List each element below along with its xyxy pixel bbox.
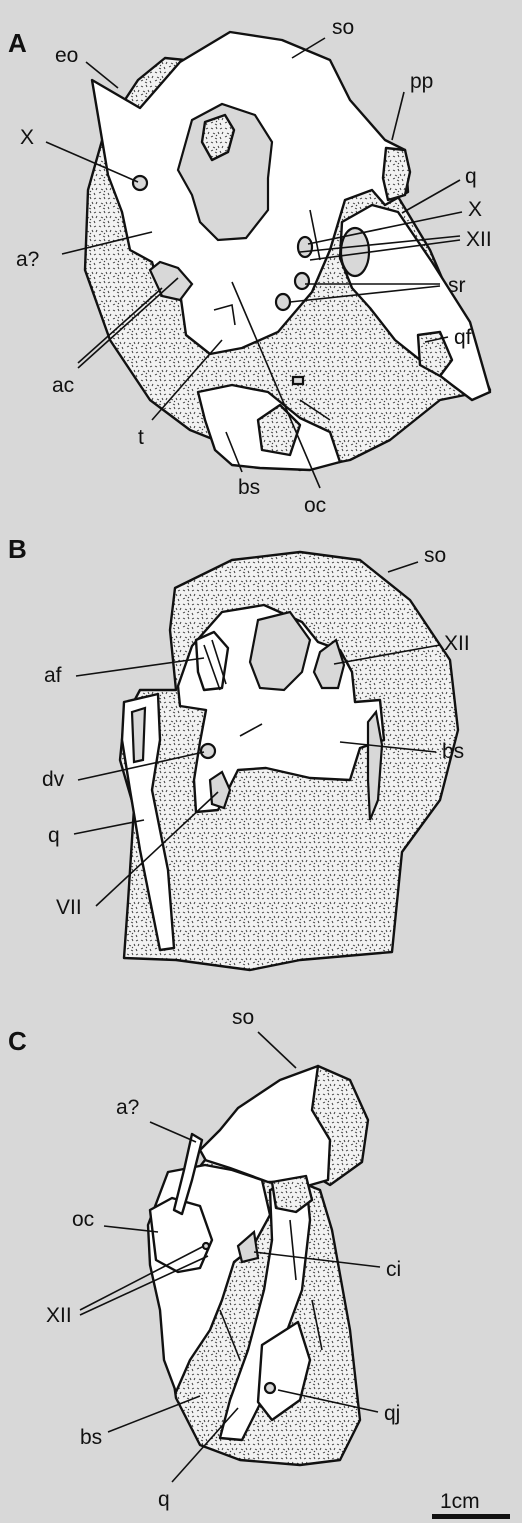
scale-bar: 1cm [432, 1490, 510, 1519]
panel-c-qj-pit [265, 1383, 275, 1393]
panel-a-label-a: a? [16, 248, 39, 271]
panel-a-sr-foramen-lower [276, 294, 290, 310]
panel-a-small-pit [293, 377, 303, 384]
scale-bar-label: 1cm [440, 1490, 480, 1513]
panel-b-label-so: so [424, 544, 446, 567]
panel-a-label-q: q [465, 165, 477, 188]
panel-c-label-a: a? [116, 1096, 139, 1119]
panel-a-label-so: so [332, 16, 354, 39]
panel-a-label-x-right: X [468, 198, 482, 221]
panel-a-label-sr: sr [448, 274, 466, 297]
panel-a-label-bs: bs [238, 476, 260, 499]
panel-a-label-eo: eo [55, 44, 78, 67]
panel-c-label-oc: oc [72, 1208, 94, 1231]
panel-b-label-bs: bs [442, 740, 464, 763]
panel-a-label-pp: pp [410, 70, 433, 93]
panel-b-label-af: af [44, 664, 62, 687]
panel-b-label-dv: dv [42, 768, 65, 791]
panel-a-nerve-xii-foramen [298, 237, 312, 257]
panel-c-label-ci: ci [386, 1258, 401, 1281]
panel-c: C so a? oc ci XII qj [8, 1006, 401, 1511]
panel-a-nerve-x-left-foramen [133, 176, 147, 190]
panel-c-letter: C [8, 1026, 27, 1056]
panel-c-label-bs: bs [80, 1426, 102, 1449]
panel-c-label-xii: XII [46, 1304, 72, 1327]
scale-bar-line [432, 1514, 510, 1519]
panel-b-label-q: q [48, 824, 60, 847]
panel-c-label-qj: qj [384, 1402, 400, 1425]
panel-a-label-oc: oc [304, 494, 326, 517]
panel-a-pp-stipple [383, 148, 410, 200]
panel-c-label-so: so [232, 1006, 254, 1029]
panel-a-label-x-left: X [20, 126, 34, 149]
panel-b-dv-foramen [201, 744, 215, 758]
panel-b-quadrate-slot [132, 708, 145, 762]
panel-b: B so XII af bs dv q VII [8, 534, 470, 970]
panel-a-sr-foramen-upper [295, 273, 309, 289]
panel-b-label-vii: VII [56, 896, 82, 919]
panel-c-label-q: q [158, 1488, 170, 1511]
panel-a-label-xii: XII [466, 228, 492, 251]
panel-a: A [8, 16, 492, 517]
panel-b-letter: B [8, 534, 27, 564]
panel-a-letter: A [8, 28, 27, 58]
panel-a-label-ac: ac [52, 374, 74, 397]
panel-a-label-qf: qf [454, 326, 472, 349]
panel-a-label-t: t [138, 426, 144, 449]
panel-b-label-xii: XII [444, 632, 470, 655]
